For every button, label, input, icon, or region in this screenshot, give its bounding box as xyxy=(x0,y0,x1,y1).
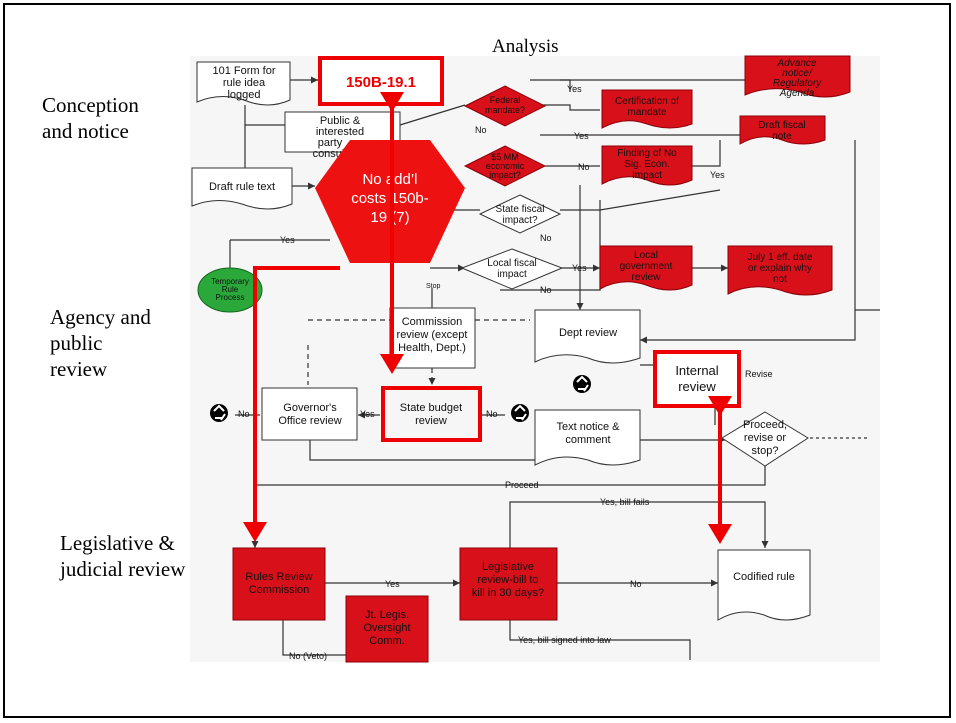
dept-review-label: Dept review xyxy=(559,327,617,339)
statute-label: 150B-19.1 xyxy=(346,74,416,91)
temporary-rule-node xyxy=(197,267,263,313)
edge-label-yes: Yes xyxy=(360,409,375,419)
edge-label-yes: Yes xyxy=(710,170,725,180)
section-label-legislative: Legislative & judicial review xyxy=(60,531,186,581)
edge-label-yes: Yes xyxy=(280,235,295,245)
red-highlight-arrows xyxy=(243,92,732,544)
codified-label: Codified rule xyxy=(733,571,795,583)
edge-label-revise: Revise xyxy=(745,369,773,379)
text-notice-label: Text notice &comment xyxy=(557,421,621,446)
recycle-icon xyxy=(210,404,228,422)
edge-label-stop: Stop xyxy=(426,283,441,290)
state-budget-highlight xyxy=(381,386,482,442)
edge-label-veto: No (Veto) xyxy=(289,651,327,661)
white-decisions xyxy=(460,194,809,467)
edge-label-bill-fails: Yes, bill fails xyxy=(600,497,650,507)
edge-label-no: No xyxy=(238,409,250,419)
recycle-icon xyxy=(511,404,529,422)
recycle-icon xyxy=(573,375,591,393)
section-label-conception: Conception and notice xyxy=(42,93,139,143)
edge-label-bill-signed: Yes, bill signed into law xyxy=(518,635,611,645)
edge-label-no: No xyxy=(540,233,552,243)
edge-labels: Yes No Yes No Yes No Yes Yes No Stop Rev… xyxy=(238,84,773,661)
slide-frame xyxy=(3,3,951,718)
edge-label-yes: Yes xyxy=(385,579,400,589)
recycle-icons xyxy=(210,375,591,422)
red-decisions xyxy=(463,85,547,187)
edge-label-yes: Yes xyxy=(574,131,589,141)
edge-label-yes: Yes xyxy=(567,84,582,94)
draft-rule-label: Draft rule text xyxy=(209,181,275,193)
edge-label-no: No xyxy=(475,125,487,135)
edge-label-yes: Yes xyxy=(572,263,587,273)
edge-label-no: No xyxy=(540,285,552,295)
section-label-agency: Agency and public review xyxy=(50,305,151,381)
edge-label-no: No xyxy=(486,409,498,419)
edge-label-proceed: Proceed xyxy=(505,480,539,490)
edge-label-no: No xyxy=(578,162,590,172)
red-nodes xyxy=(232,55,851,663)
edge-label-no: No xyxy=(630,579,642,589)
slide-title: Analysis xyxy=(492,36,559,57)
